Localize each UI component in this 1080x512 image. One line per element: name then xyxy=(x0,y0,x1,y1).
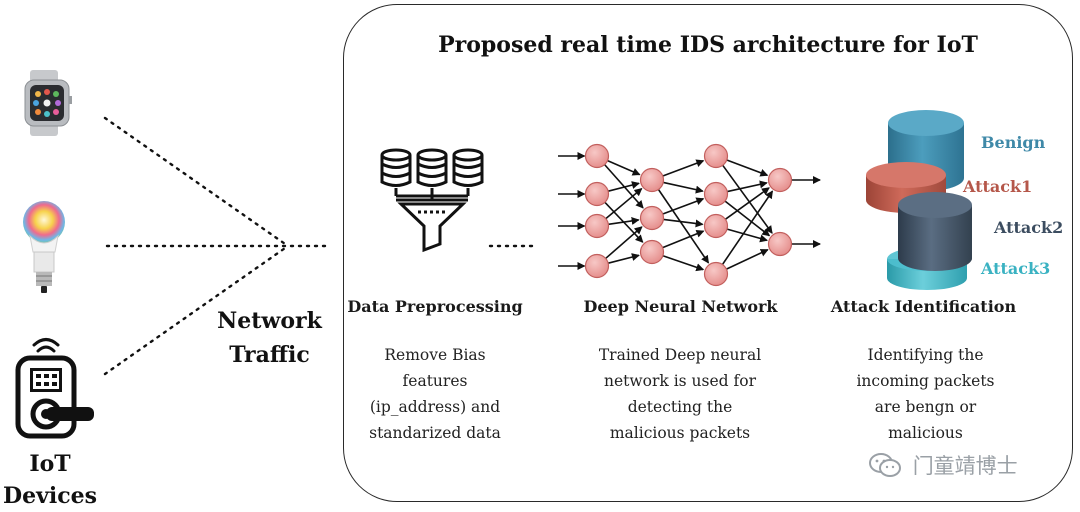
nn-node xyxy=(639,239,665,265)
nn-node xyxy=(703,213,729,239)
desc-line: Trained Deep neural xyxy=(598,346,762,364)
nn-arrow xyxy=(662,230,705,249)
nn-arrow xyxy=(662,254,705,272)
nn-arrow xyxy=(727,180,768,193)
desc-line: (ip_address) and xyxy=(369,398,501,416)
nn-arrow xyxy=(663,181,704,194)
nn-arrow xyxy=(726,228,768,243)
nn-arrow xyxy=(724,187,770,220)
desc-line: network is used for xyxy=(604,372,756,390)
desc-line: detecting the xyxy=(627,398,733,416)
nn-arrow xyxy=(605,188,643,220)
nn-node xyxy=(584,213,610,239)
desc-line: Remove Bias xyxy=(384,346,486,364)
nn-node xyxy=(767,167,793,193)
database-funnel-icon xyxy=(380,148,484,253)
diagram-title: Proposed real time IDS architecture for … xyxy=(438,32,978,58)
class-label-attack2: Attack2 xyxy=(994,218,1064,237)
desc-line: are bengn or xyxy=(874,398,977,416)
network-traffic-lines xyxy=(103,116,540,376)
nn-node xyxy=(584,253,610,279)
nn-arrow xyxy=(607,253,640,264)
iot-devices-line-1: IoT xyxy=(29,451,71,477)
nn-node xyxy=(639,167,665,193)
wechat-icon xyxy=(868,452,902,483)
desc-line: standarized data xyxy=(369,424,501,442)
attack3-cylinder xyxy=(887,246,972,290)
nn-arrow xyxy=(608,216,640,226)
class-label-benign: Benign xyxy=(981,133,1046,152)
class-label-attack3: Attack3 xyxy=(981,259,1051,278)
network-traffic-line-1: Network xyxy=(217,308,322,334)
network-traffic-line-2: Traffic xyxy=(229,342,310,368)
stage-heading-attack-identification: Attack Identification xyxy=(830,297,1017,316)
nn-node xyxy=(703,261,729,287)
smart-bulb-icon xyxy=(23,201,65,293)
nn-arrow xyxy=(662,159,705,177)
nn-arrow xyxy=(657,189,710,264)
desc-line: features xyxy=(402,372,468,390)
smart-lock-icon xyxy=(15,338,94,439)
class-label-attack1: Attack1 xyxy=(963,177,1033,196)
nn-node xyxy=(584,143,610,169)
nn-node xyxy=(703,181,729,207)
desc-line: malicious xyxy=(888,424,963,442)
nn-node xyxy=(703,143,729,169)
stage-description-attack-identification: Identifying the incoming packets are ben… xyxy=(838,342,1013,446)
iot-devices-label: IoT Devices xyxy=(0,448,100,512)
nn-arrow xyxy=(726,159,769,177)
watermark: 门童靖博士 xyxy=(868,450,1018,483)
nn-node xyxy=(767,231,793,257)
stage-heading-deep-neural-network: Deep Neural Network xyxy=(583,297,778,316)
stage-description-deep-neural-network: Trained Deep neural network is used for … xyxy=(575,342,785,446)
nn-arrow xyxy=(605,226,643,260)
neural-network-icon xyxy=(558,143,821,287)
desc-line: malicious packets xyxy=(609,424,751,442)
stage-description-data-preprocessing: Remove Bias features (ip_address) and st… xyxy=(350,342,520,446)
iot-devices-line-2: Devices xyxy=(3,483,97,509)
nn-arrow xyxy=(726,249,769,270)
nn-arrow xyxy=(724,200,771,237)
smartwatch-icon xyxy=(24,70,72,136)
nn-node xyxy=(584,181,610,207)
stacked-cylinders-icon xyxy=(866,110,972,290)
watermark-text: 门童靖博士 xyxy=(912,454,1018,478)
nn-node xyxy=(639,205,665,231)
desc-line: Identifying the xyxy=(867,346,984,364)
nn-arrow xyxy=(662,197,705,215)
nn-arrow xyxy=(607,159,641,176)
nn-arrow xyxy=(663,218,704,228)
nn-arrow xyxy=(721,190,774,265)
stage-heading-data-preprocessing: Data Preprocessing xyxy=(347,297,523,316)
network-traffic-label: Network Traffic xyxy=(207,304,332,372)
nn-arrow xyxy=(604,164,644,209)
nn-arrow xyxy=(607,181,640,192)
desc-line: incoming packets xyxy=(856,372,995,390)
ids-architecture-frame xyxy=(343,4,1073,502)
nn-arrow xyxy=(722,164,773,234)
